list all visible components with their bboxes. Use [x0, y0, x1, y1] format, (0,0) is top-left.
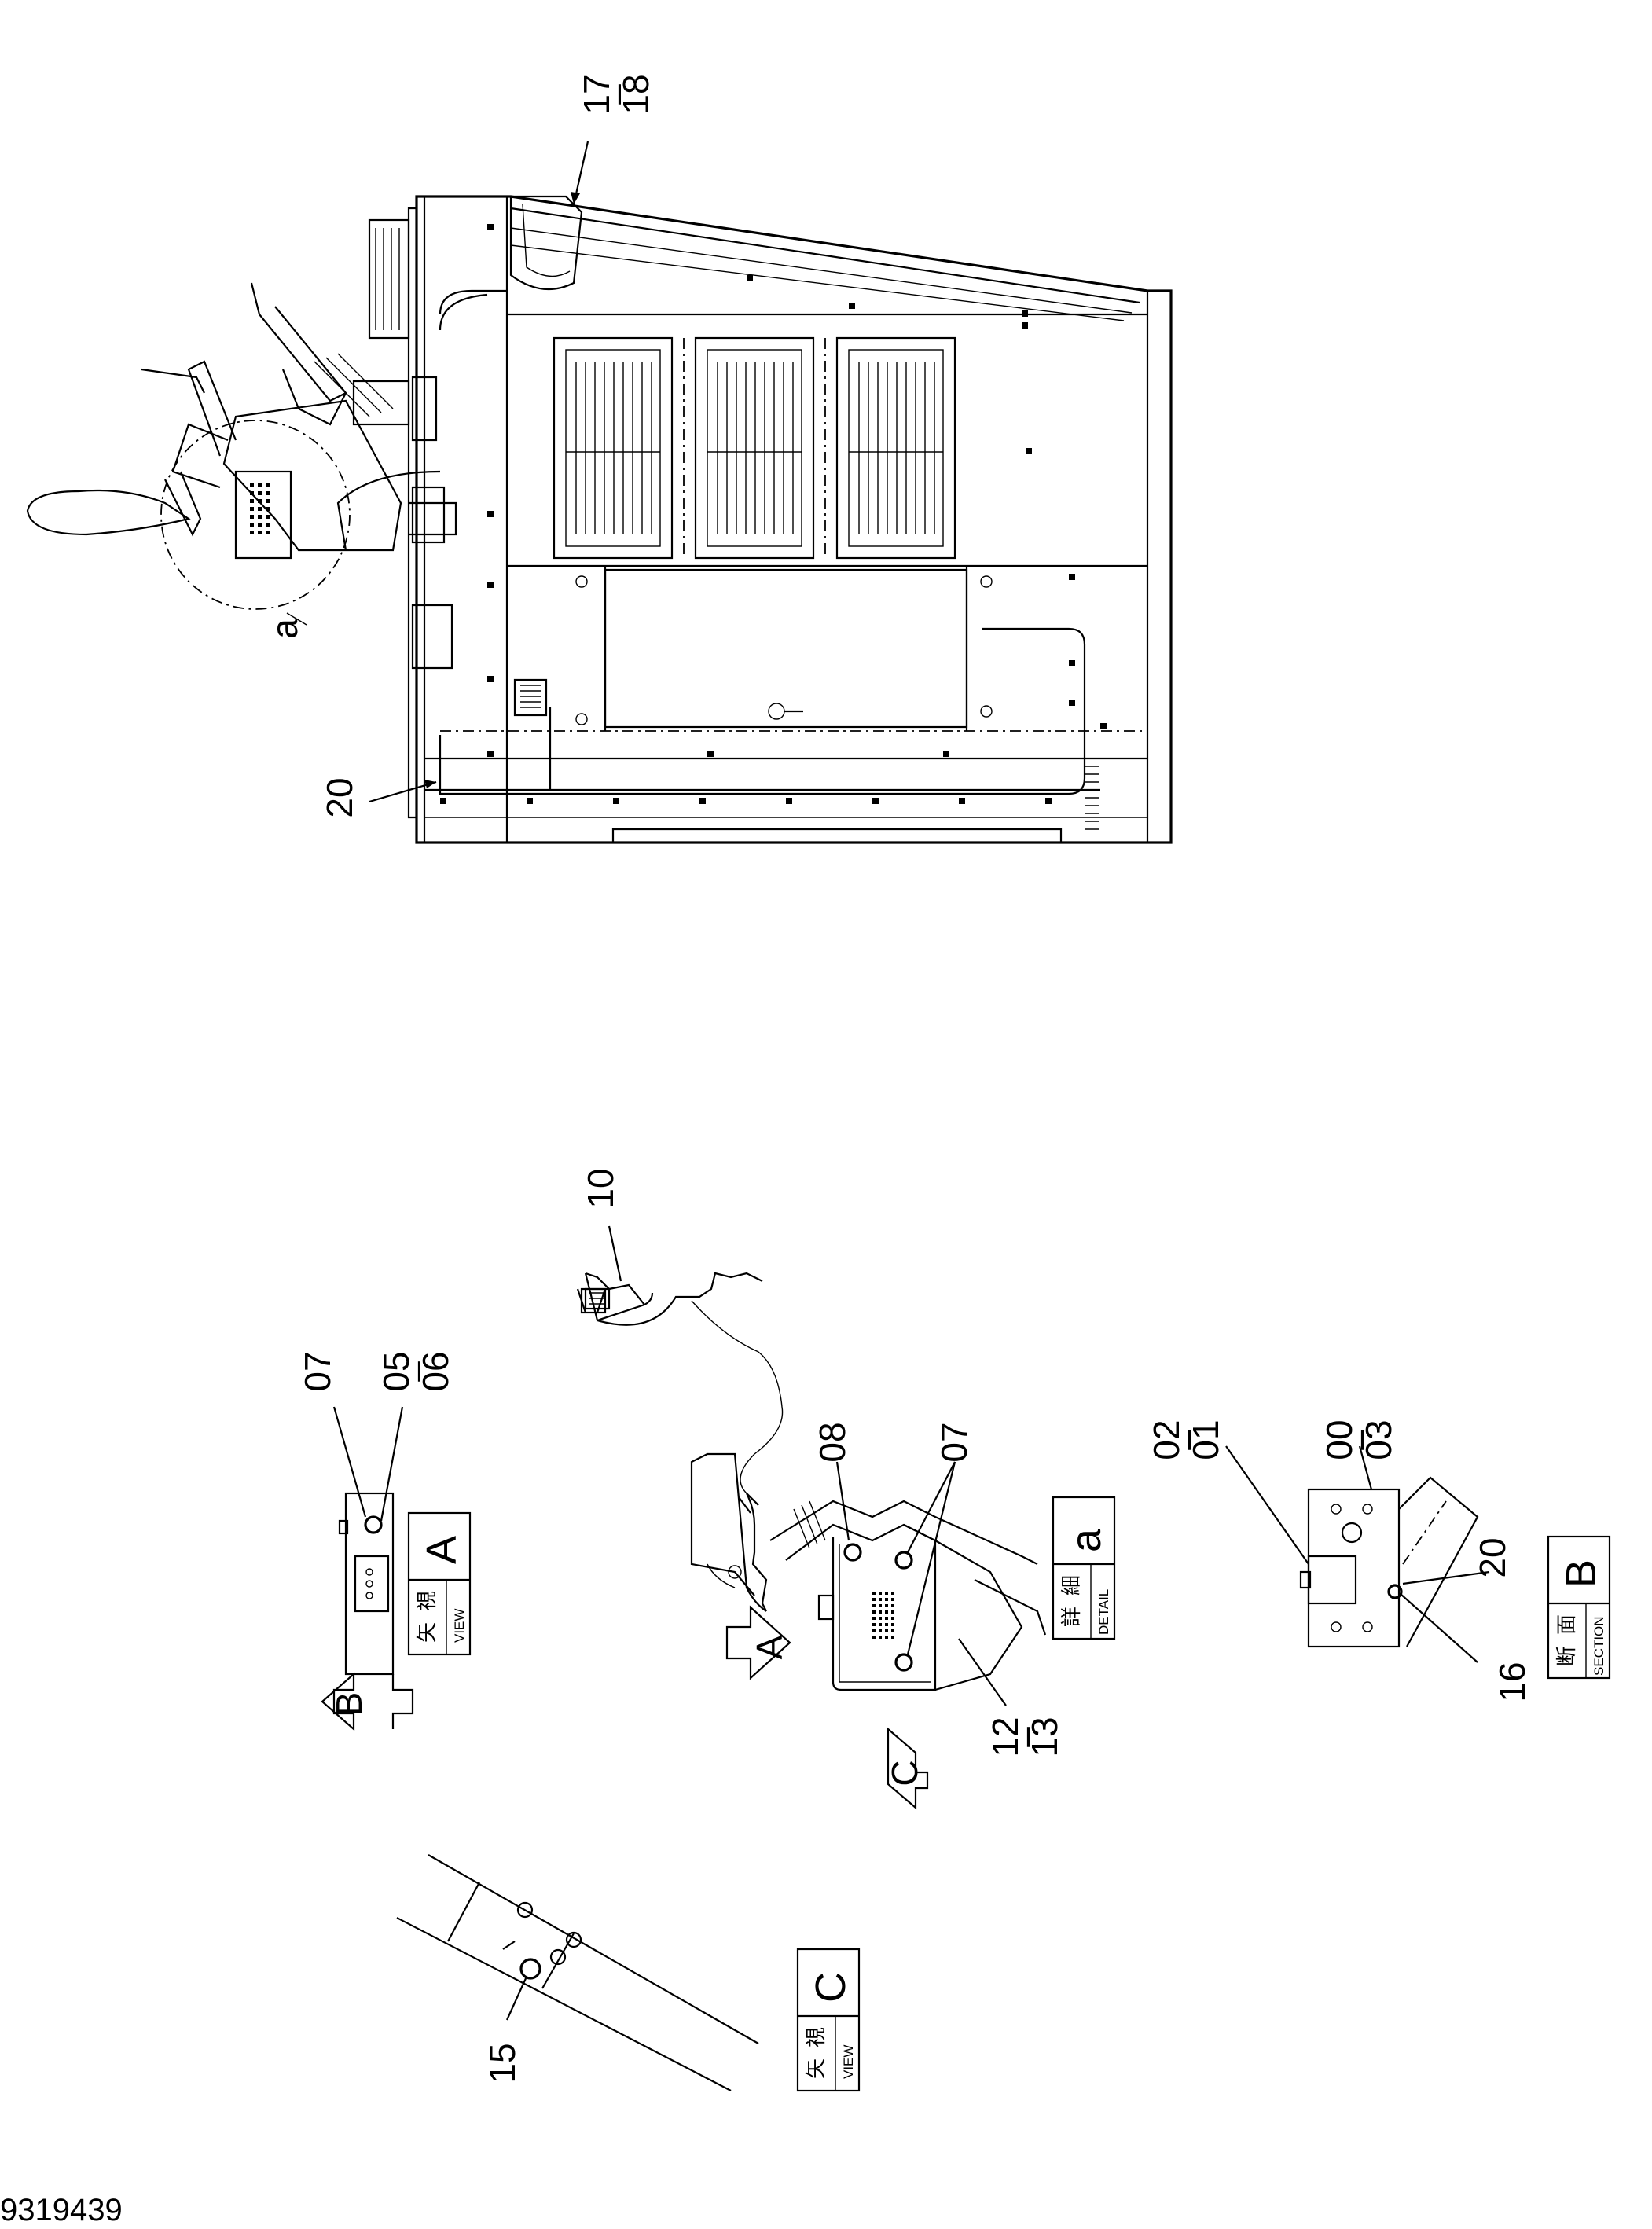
drawing-number: 9319439	[0, 2193, 123, 2227]
callout-00: 00	[1319, 1419, 1360, 1460]
svg-text:a: a	[1063, 1528, 1110, 1552]
detail-a-circle	[160, 420, 351, 610]
view-a-sketch	[321, 1406, 414, 1731]
svg-text:詳: 詳	[1059, 1607, 1083, 1627]
svg-text:B: B	[1558, 1559, 1605, 1588]
svg-text:矢: 矢	[415, 1622, 439, 1643]
callout-range-sep-5: –	[1338, 1430, 1379, 1450]
view-c-sketch	[396, 1854, 759, 2091]
detail-a-marker: a	[264, 619, 305, 639]
section-b-sketch	[1225, 1445, 1490, 1663]
callout-07-detail: 07	[934, 1422, 975, 1462]
callout-07-view: 07	[297, 1351, 338, 1391]
view-a-label: 矢 視 VIEW A	[407, 1511, 472, 1656]
svg-text:C: C	[807, 1972, 854, 2003]
callout-10: 10	[580, 1168, 621, 1208]
callout-02: 02	[1146, 1419, 1187, 1460]
grille-2	[694, 336, 815, 560]
view-b-arrow-label: B	[329, 1692, 369, 1717]
view-c-label: 矢 視 VIEW C	[796, 1948, 861, 2092]
view-a-arrow-label: A	[749, 1635, 790, 1659]
callout-05: 05	[376, 1351, 417, 1391]
svg-text:断: 断	[1555, 1646, 1578, 1666]
callout-03: 03	[1358, 1419, 1399, 1460]
callout-20-section: 20	[1472, 1537, 1513, 1577]
svg-text:VIEW: VIEW	[452, 1609, 467, 1643]
svg-text:細: 細	[1059, 1575, 1083, 1596]
section-b-label: 断 面 SECTION B	[1547, 1535, 1611, 1680]
callout-08: 08	[812, 1422, 853, 1462]
callout-range-sep-2: –	[395, 1361, 436, 1382]
callout-range-sep-4: –	[1166, 1430, 1206, 1450]
svg-text:矢: 矢	[804, 2058, 828, 2079]
svg-text:SECTION: SECTION	[1591, 1616, 1606, 1676]
grille-3	[835, 336, 956, 560]
grille-1	[553, 336, 674, 560]
svg-text:視: 視	[804, 2027, 828, 2047]
cab-main-view	[26, 141, 1173, 844]
callout-range-sep-1: –	[596, 84, 637, 105]
svg-text:A: A	[418, 1536, 465, 1564]
operator-seat	[26, 282, 441, 560]
svg-text:視: 視	[415, 1591, 439, 1611]
callout-15: 15	[482, 2043, 523, 2083]
svg-text:面: 面	[1555, 1614, 1578, 1635]
callout-18: 18	[615, 74, 656, 114]
callout-13: 13	[1024, 1717, 1065, 1757]
svg-text:DETAIL: DETAIL	[1096, 1589, 1111, 1635]
callout-range-sep-3: –	[1004, 1727, 1045, 1747]
callout-01: 01	[1185, 1419, 1226, 1460]
callout-17: 17	[576, 74, 617, 114]
callout-16: 16	[1492, 1662, 1533, 1702]
view-c-arrow-label: C	[884, 1760, 925, 1786]
callout-06: 06	[415, 1351, 456, 1391]
detail-a-label: 詳 細 DETAIL a	[1052, 1496, 1116, 1640]
detail-a-sketch	[576, 1225, 1047, 1810]
svg-text:VIEW: VIEW	[841, 2045, 856, 2079]
callout-12: 12	[985, 1717, 1026, 1757]
callout-20: 20	[319, 777, 360, 817]
